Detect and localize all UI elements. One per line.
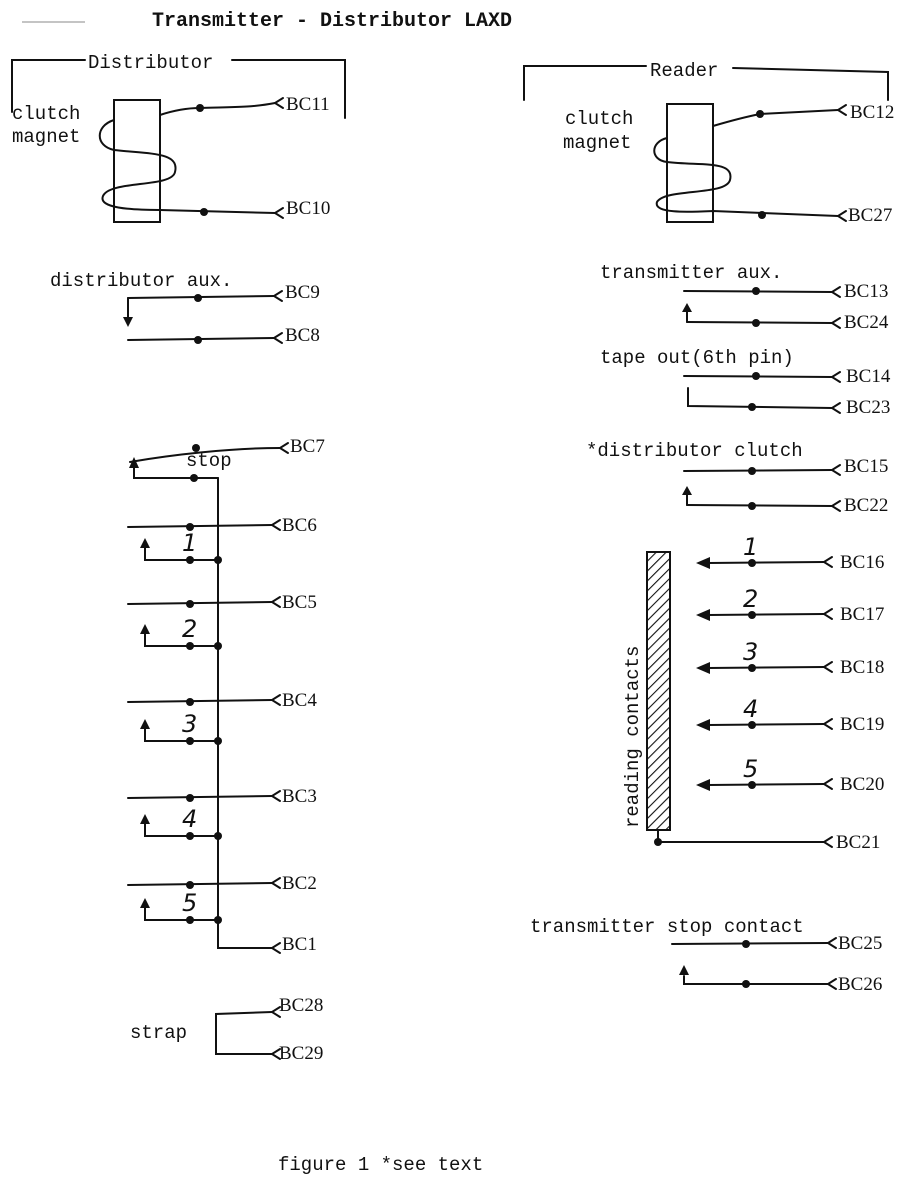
contact-number: 1 — [182, 529, 197, 557]
page-title: Transmitter - Distributor LAXD — [152, 10, 512, 33]
dist-magnet-label: magnet — [12, 126, 80, 148]
reader-clutch-coil — [653, 137, 839, 217]
contact-upper-line — [127, 795, 273, 799]
terminal-bc25: BC25 — [838, 933, 882, 954]
reading-contact-5: BC20 5 — [696, 755, 884, 795]
strap-wire — [215, 1011, 273, 1055]
reader-bracket-left — [523, 65, 647, 101]
terminal-bc11: BC11 — [286, 94, 330, 115]
contact-number: 5 — [743, 755, 758, 783]
terminal-bc12: BC12 — [850, 102, 894, 123]
dist-aux-label: distributor aux. — [50, 270, 232, 292]
terminal-bc9: BC9 — [285, 282, 320, 303]
terminal-bc8: BC8 — [285, 325, 320, 346]
terminal-bc26: BC26 — [838, 974, 882, 995]
terminal-bc21: BC21 — [836, 832, 880, 853]
reader-heading: Reader — [650, 60, 718, 82]
terminal-bc5: BC5 — [282, 592, 317, 613]
terminal-bc24: BC24 — [844, 312, 889, 333]
dist-clutch-label: clutch — [12, 103, 80, 125]
contact-number: 4 — [743, 695, 758, 723]
terminal-bc1: BC1 — [282, 934, 317, 955]
terminal-bc28: BC28 — [279, 995, 323, 1016]
dist-clutch-magnet-core — [113, 99, 161, 223]
contact-upper-line — [127, 882, 273, 886]
dist-clutch-coil — [98, 119, 276, 214]
strap-label: strap — [130, 1022, 187, 1044]
terminal-bc15: BC15 — [844, 456, 888, 477]
reader-magnet-label: magnet — [563, 132, 631, 154]
terminal-bc18: BC18 — [840, 657, 884, 678]
distributor-contact-3: BC4 3 — [127, 690, 317, 745]
contact-number: 3 — [182, 710, 197, 738]
reading-contacts-bar — [646, 551, 671, 831]
reading-common-wire — [657, 829, 825, 843]
distributor-heading: Distributor — [88, 52, 213, 74]
terminal-bc3: BC3 — [282, 786, 317, 807]
terminal-bc14: BC14 — [846, 366, 891, 387]
distributor-contact-1: BC6 1 — [127, 515, 317, 564]
distributor-common-bus — [217, 477, 273, 949]
distributor-contact-5: BC2 5 — [127, 873, 317, 924]
terminal-bc29: BC29 — [279, 1043, 323, 1064]
reader-bracket-right — [732, 67, 889, 101]
reading-contact-3: BC18 3 — [696, 638, 884, 678]
contact-number: 2 — [743, 585, 758, 613]
distributor-contact-4: BC3 4 — [127, 786, 317, 840]
terminal-bc6: BC6 — [282, 515, 317, 536]
terminal-bc17: BC17 — [840, 604, 884, 625]
terminal-bc20: BC20 — [840, 774, 884, 795]
distributor-contact-2: BC5 2 — [127, 592, 317, 650]
contact-number: 3 — [743, 638, 758, 666]
distributor-bracket-left — [11, 59, 86, 113]
tape-out-label: tape out(6th pin) — [600, 347, 794, 369]
terminal-bc22: BC22 — [844, 495, 888, 516]
terminal-bc10: BC10 — [286, 198, 330, 219]
reader-clutch-wire-top — [712, 109, 839, 127]
distributor-bracket-right — [231, 59, 346, 119]
terminal-bc27: BC27 — [848, 205, 892, 226]
dist-clutch-wire-top — [159, 102, 276, 116]
reader-clutch-label: clutch — [565, 108, 633, 130]
reading-contact-2: BC17 2 — [696, 585, 884, 625]
stop-label: stop — [186, 450, 232, 472]
contact-upper-line — [127, 601, 273, 605]
terminal-bc7: BC7 — [290, 436, 325, 457]
contact-number: 1 — [743, 533, 758, 561]
contact-number: 5 — [182, 889, 197, 917]
transmitter-stop-label: transmitter stop contact — [530, 916, 804, 938]
terminal-bc23: BC23 — [846, 397, 890, 418]
contact-number: 2 — [182, 615, 197, 643]
transmitter-aux-label: transmitter aux. — [600, 262, 782, 284]
terminal-bc2: BC2 — [282, 873, 317, 894]
stop-contact-lever — [129, 447, 281, 463]
contact-upper-line — [127, 699, 273, 703]
terminal-bc16: BC16 — [840, 552, 884, 573]
terminal-bc19: BC19 — [840, 714, 884, 735]
terminal-bc4: BC4 — [282, 690, 317, 711]
reading-contact-4: BC19 4 — [696, 695, 884, 735]
distributor-clutch-label: *distributor clutch — [586, 440, 803, 462]
terminal-bc13: BC13 — [844, 281, 888, 302]
reading-contacts-label: reading contacts — [622, 646, 644, 828]
reading-contact-1: BC16 1 — [696, 533, 884, 573]
contact-upper-line — [127, 524, 273, 528]
figure-caption: figure 1 *see text — [278, 1154, 483, 1176]
contact-number: 4 — [182, 805, 197, 833]
